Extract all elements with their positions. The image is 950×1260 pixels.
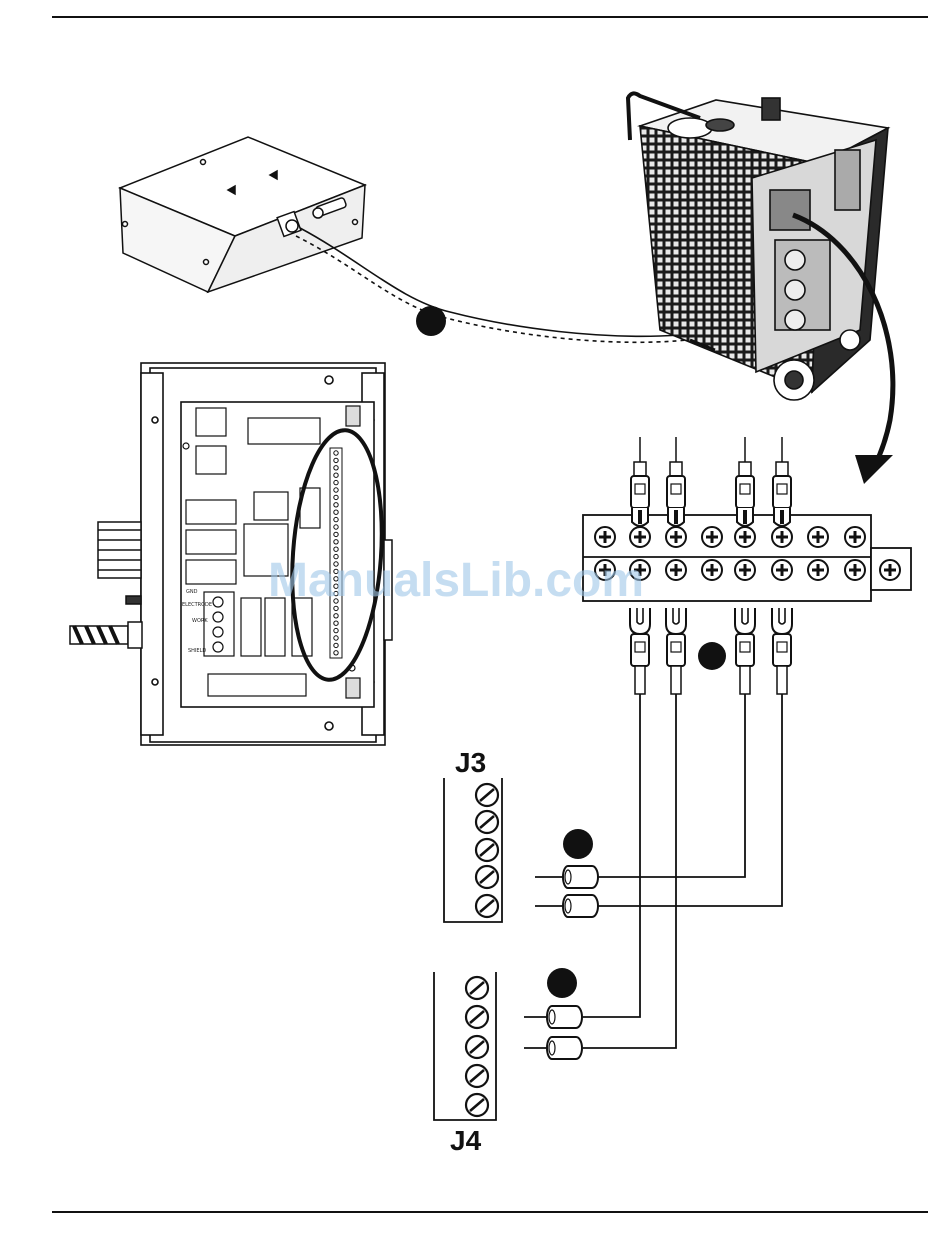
pcb-terminal-screw: [334, 473, 338, 477]
j4-label: J4: [450, 1125, 482, 1156]
strip-screw: [772, 527, 792, 547]
strip-screw: [666, 560, 686, 580]
pcb-terminal-screw: [334, 525, 338, 529]
strip-screw: [880, 560, 900, 580]
pcb-terminal-screw: [334, 643, 338, 647]
pcb-terminal-screw: [334, 480, 338, 484]
strip-screw: [808, 560, 828, 580]
j3-label: J3: [455, 747, 486, 778]
strip-screw: [772, 560, 792, 580]
strip-screw: [630, 527, 650, 547]
pcb-terminal-screw: [334, 532, 338, 536]
pcb-terminal-screw: [334, 495, 338, 499]
strip-screw: [702, 527, 722, 547]
pcb-terminal-screw: [334, 621, 338, 625]
pcb-terminal-screw: [334, 510, 338, 514]
callout-dot-j4: [547, 968, 577, 998]
pcb-terminal-screw: [334, 488, 338, 492]
strip-screw: [845, 560, 865, 580]
pcb-terminal-screw: [334, 458, 338, 462]
strip-screw: [595, 527, 615, 547]
pcb-terminal-screw: [334, 540, 338, 544]
pcb-terminal-column: [330, 448, 342, 658]
pcb-terminal-screw: [334, 614, 338, 618]
board-label-gnd: GND: [186, 589, 198, 595]
strip-screw: [808, 527, 828, 547]
watermark: ManualsLib.com: [268, 554, 644, 607]
strip-screw: [702, 560, 722, 580]
upper-lugs: [631, 437, 791, 526]
board-label-shield: SHIELD: [188, 648, 206, 654]
twisted-cable: [296, 228, 712, 342]
strip-screw: [845, 527, 865, 547]
callout-dot-cable: [416, 306, 446, 336]
callout-dot-j3: [563, 829, 593, 859]
pcb-terminal-screw: [334, 636, 338, 640]
board-label-electrode: ELECTRODE: [182, 602, 212, 608]
pcb-terminal-screw: [334, 517, 338, 521]
pcb-terminal-screw: [334, 628, 338, 632]
pcb-terminal-screw: [334, 451, 338, 455]
control-box: [120, 137, 365, 292]
pcb-terminal-screw: [334, 503, 338, 507]
pcb-terminal-screw: [334, 651, 338, 655]
power-supply-unit: [628, 93, 888, 400]
strip-screw: [666, 527, 686, 547]
strip-screw: [735, 527, 755, 547]
strip-screw: [735, 560, 755, 580]
pcb-terminal-screw: [334, 547, 338, 551]
callout-dot-lugs: [698, 642, 726, 670]
wires: [583, 694, 782, 1048]
board-label-work: WORK: [192, 618, 208, 624]
pcb-terminal-screw: [334, 466, 338, 470]
